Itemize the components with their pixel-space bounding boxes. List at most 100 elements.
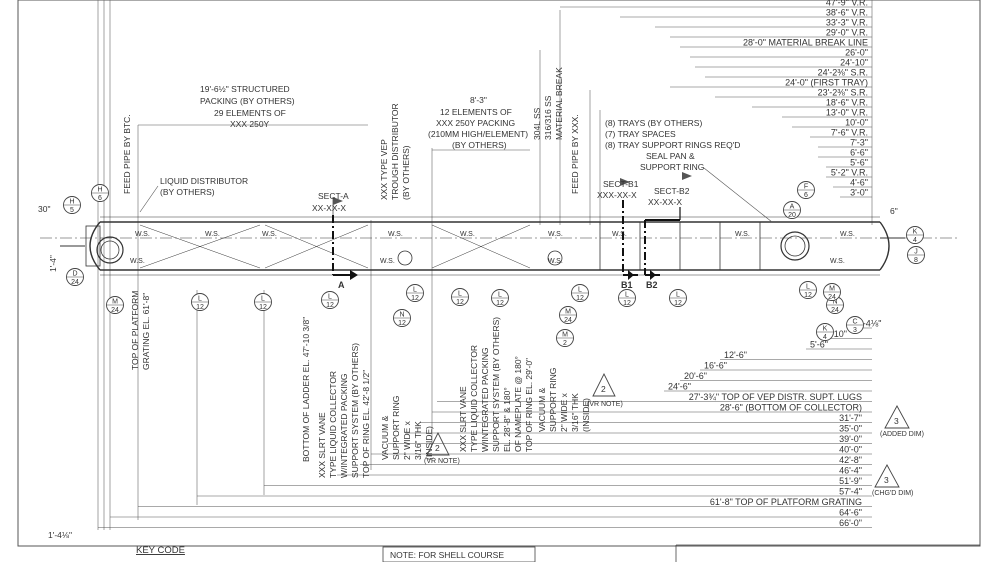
revision-triangle: 3 (ADDED DIM) (880, 405, 924, 438)
right-dim-label: 5'-6" (850, 158, 868, 168)
svg-text:W/INTEGRATED PACKING: W/INTEGRATED PACKING (480, 347, 490, 452)
section-marker-b2: SECT-B2 XX-XX-X B2 (644, 172, 692, 290)
right-6-dim: 6" (890, 206, 898, 216)
svg-text:316/316 SS: 316/316 SS (543, 95, 553, 140)
svg-text:2" WIDE x: 2" WIDE x (559, 392, 569, 432)
svg-text:LIQUID DISTRIBUTOR: LIQUID DISTRIBUTOR (160, 176, 248, 186)
svg-text:OF NAMEPLATE @ 180°: OF NAMEPLATE @ 180° (513, 356, 523, 452)
revision-triangles: 2 (VR NOTE) 2 (VR NOTE) 3 (ADDED DIM) 3 … (424, 372, 924, 497)
svg-text:N: N (399, 312, 404, 319)
ws-labels: W.S. W.S. W.S. W.S. W.S. W.S. W.S. W.S. … (130, 231, 855, 265)
ws-label: W.S. (388, 231, 403, 238)
ws-label: W.S. (460, 231, 475, 238)
svg-text:12 ELEMENTS OF: 12 ELEMENTS OF (440, 107, 512, 117)
svg-text:F: F (804, 184, 808, 191)
svg-text:12: 12 (456, 299, 464, 306)
nozzle-tag: M24 (823, 283, 841, 301)
section-markers: SECT-A XX-XX-X A SECT-B1 XXX-XX-X B1 SEC… (312, 172, 692, 290)
svg-text:24: 24 (828, 294, 836, 301)
nozzle-tag: L12 (799, 281, 817, 299)
right-dim-label: 24'-10" (840, 58, 868, 68)
liquid-distributor-note: LIQUID DISTRIBUTOR (BY OTHERS) (139, 176, 248, 213)
nozzle-tag: F6 (797, 181, 815, 199)
ws-label: W.S. (130, 258, 145, 265)
right-dim-label: 13'-0" V.R. (826, 108, 868, 118)
nozzle-tag: M24 (106, 296, 124, 314)
left-1-4-dim: 1'-4" (48, 255, 58, 272)
nozzle-tag: L12 (618, 289, 636, 307)
ws-label: W.S. (548, 231, 563, 238)
nozzle-tag: L12 (406, 284, 424, 302)
svg-text:D: D (72, 271, 77, 278)
svg-text:3/16" THK: 3/16" THK (570, 393, 580, 432)
svg-text:2: 2 (563, 340, 567, 347)
top-extension-lines (97, 0, 873, 530)
svg-text:L: L (578, 287, 582, 294)
material-break-note: 304L SS 316/316 SS MATERIAL BREAK (532, 67, 564, 140)
svg-text:XXX SLRT VANE: XXX SLRT VANE (458, 386, 468, 452)
bottom-dimension-labels: 1'-4⅛"4'-10"5'-6"12'-6"16'-6"20'-6"24'-6… (668, 319, 881, 529)
bottom-dim-label: 51'-9" (839, 476, 862, 486)
ws-label: W.S. (548, 258, 563, 265)
svg-text:EL. 28'-8" & 180°: EL. 28'-8" & 180° (502, 387, 512, 452)
svg-text:SUPPORT RING: SUPPORT RING (391, 396, 401, 460)
svg-text:L: L (458, 291, 462, 298)
right-dim-label: 3'-0" (850, 188, 868, 198)
nozzle-tag: L12 (669, 289, 687, 307)
slrt-collector-note-1: XXX SLRT VANE TYPE LIQUID COLLECTOR W/IN… (317, 343, 371, 478)
svg-text:12: 12 (496, 300, 504, 307)
right-dim-label: 10'-0" (845, 118, 868, 128)
nozzle-tag: K4 (906, 226, 924, 244)
trays-note: (8) TRAYS (BY OTHERS) (7) TRAY SPACES (8… (605, 118, 773, 223)
svg-text:12: 12 (623, 300, 631, 307)
structured-packing-note: 19'-6½" STRUCTURED PACKING (BY OTHERS) 2… (138, 84, 368, 129)
bottom-dim-label: 31'-7" (839, 413, 862, 423)
svg-text:L: L (261, 296, 265, 303)
ws-label: W.S. (840, 231, 855, 238)
svg-text:TROUGH DISTRIBUTOR: TROUGH DISTRIBUTOR (390, 103, 400, 200)
svg-text:(INSIDE): (INSIDE) (581, 398, 591, 432)
nozzle-tag: J8 (907, 246, 925, 264)
svg-text:24: 24 (71, 279, 79, 286)
nozzle-tag: L12 (571, 284, 589, 302)
right-dim-label: 7'-3" (850, 138, 868, 148)
svg-text:L: L (198, 296, 202, 303)
section-a-ref: XX-XX-X (312, 203, 346, 213)
nozzle-tag: L12 (254, 293, 272, 311)
svg-text:24: 24 (831, 307, 839, 314)
svg-text:12: 12 (326, 302, 334, 309)
svg-text:29 ELEMENTS OF: 29 ELEMENTS OF (214, 108, 286, 118)
right-dim-label: 6'-6" (850, 148, 868, 158)
svg-text:XXX SLRT VANE: XXX SLRT VANE (317, 412, 327, 478)
bottom-dim-label: 28'-6" (BOTTOM OF COLLECTOR) (720, 403, 862, 413)
feed-pipe-btc-note: FEED PIPE BY BTC. (122, 114, 132, 194)
svg-text:8'-3": 8'-3" (470, 95, 487, 105)
svg-text:VACUUM &: VACUUM & (537, 387, 547, 432)
nozzle-tag: A20 (783, 201, 801, 219)
svg-text:12: 12 (411, 295, 419, 302)
svg-text:L: L (413, 287, 417, 294)
shell-note-box (382, 546, 536, 562)
svg-text:M: M (829, 286, 835, 293)
svg-text:24: 24 (111, 307, 119, 314)
bottom-dim-label: 4'-10" (824, 329, 847, 339)
nozzle-tag: M2 (556, 329, 574, 347)
bottom-dim-label: 42'-8" (839, 455, 862, 465)
right-dim-label: 33'-3" V.R. (826, 18, 868, 28)
svg-text:TOP OF RING EL. 29'-0": TOP OF RING EL. 29'-0" (524, 358, 534, 452)
svg-text:3/16" THK: 3/16" THK (413, 421, 423, 460)
svg-text:L: L (625, 292, 629, 299)
svg-text:(210MM HIGH/ELEMENT): (210MM HIGH/ELEMENT) (428, 129, 528, 139)
bottom-dim-label: 39'-0" (839, 434, 862, 444)
svg-text:SUPPORT SYSTEM (BY OTHERS): SUPPORT SYSTEM (BY OTHERS) (491, 317, 501, 452)
nozzle-tag: M24 (559, 306, 577, 324)
svg-text:6: 6 (804, 192, 808, 199)
svg-text:(INSIDE): (INSIDE) (424, 426, 434, 460)
revision-triangle: 2 (VR NOTE) (587, 372, 623, 408)
svg-text:(BY OTHERS): (BY OTHERS) (452, 140, 507, 150)
svg-text:SUPPORT RING: SUPPORT RING (548, 368, 558, 432)
svg-text:(BY OTHERS): (BY OTHERS) (401, 145, 411, 200)
ladder-note: BOTTOM OF LADDER EL. 47'-10 3/8" (301, 317, 311, 462)
